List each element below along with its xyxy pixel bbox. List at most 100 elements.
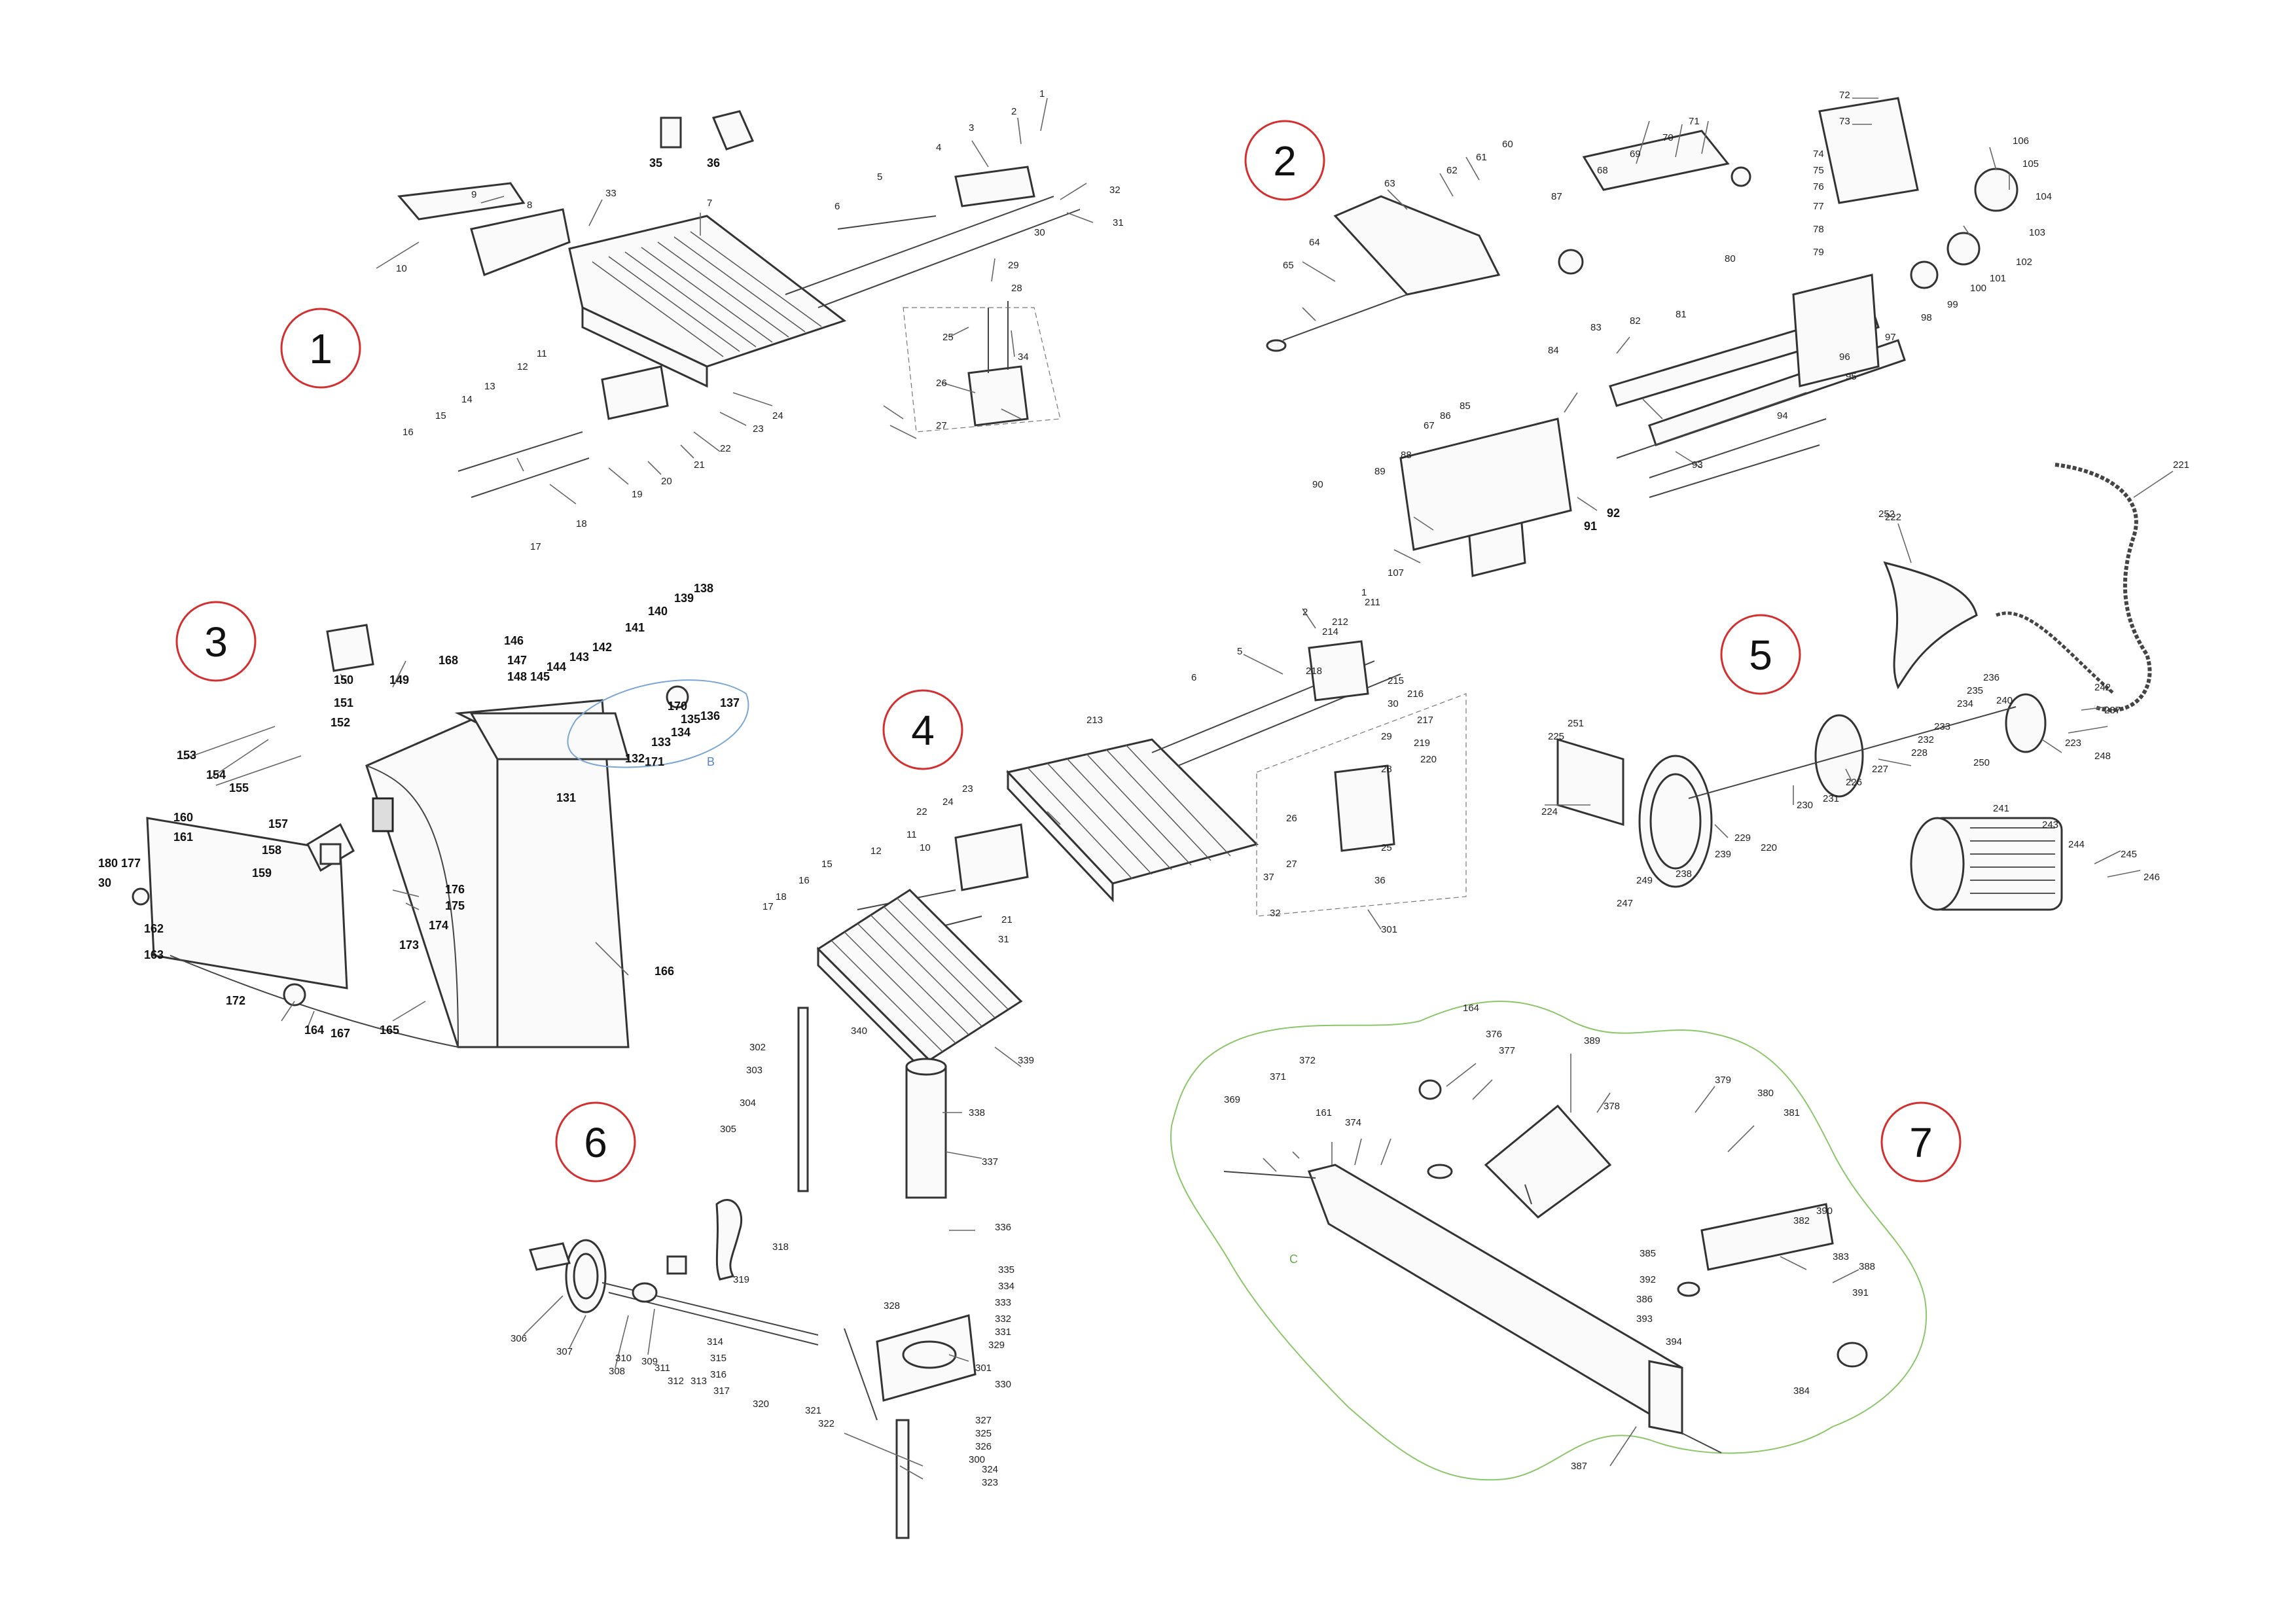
part-label: 239 bbox=[1715, 849, 1731, 860]
part-label: 164 bbox=[1463, 1003, 1479, 1014]
part-label: 62 bbox=[1446, 165, 1458, 176]
part-label: 171 bbox=[645, 755, 664, 768]
part-label: 24 bbox=[942, 796, 954, 808]
detail-b-label: B bbox=[707, 755, 715, 768]
part-label: 67 bbox=[1424, 420, 1435, 431]
part-label: 80 bbox=[1725, 253, 1736, 264]
part-label: 391 bbox=[1852, 1287, 1869, 1298]
section-number: 6 bbox=[584, 1119, 607, 1166]
part-label: 101 bbox=[1990, 273, 2006, 284]
part-label: 100 bbox=[1970, 283, 1986, 294]
part-label: 237 bbox=[2104, 705, 2121, 716]
part-label: 243 bbox=[2042, 819, 2058, 830]
part-label: 314 bbox=[707, 1336, 723, 1347]
part-label: 321 bbox=[805, 1405, 821, 1416]
part-label: 221 bbox=[2173, 459, 2189, 471]
part-label: 23 bbox=[962, 783, 973, 794]
part-label: 241 bbox=[1993, 803, 2009, 814]
part-label: 68 bbox=[1597, 165, 1608, 176]
part-label: 161 bbox=[1316, 1107, 1332, 1118]
part-label: 92 bbox=[1607, 507, 1620, 520]
part-label: 230 bbox=[1797, 800, 1813, 811]
part-label: 10 bbox=[920, 842, 931, 853]
part-label: 177 bbox=[121, 857, 141, 870]
part-label: 14 bbox=[461, 394, 473, 405]
part-label: 25 bbox=[942, 332, 954, 343]
part-label: 389 bbox=[1584, 1035, 1600, 1046]
part-label: 78 bbox=[1813, 224, 1824, 235]
part-label: 334 bbox=[998, 1281, 1014, 1292]
part-label: 145 bbox=[530, 670, 550, 683]
part-label: 227 bbox=[1872, 764, 1888, 775]
part-label: 339 bbox=[1018, 1055, 1034, 1066]
part-label: 24 bbox=[772, 410, 783, 421]
section-number: 2 bbox=[1273, 137, 1297, 185]
part-label: 333 bbox=[995, 1297, 1011, 1308]
part-label: 16 bbox=[798, 875, 810, 886]
part-label: 394 bbox=[1666, 1336, 1682, 1347]
part-label: 166 bbox=[655, 965, 674, 978]
part-label: 32 bbox=[1109, 185, 1121, 196]
section-number: 4 bbox=[911, 707, 935, 754]
part-label: 223 bbox=[2065, 738, 2081, 749]
part-label: 6 bbox=[1191, 672, 1196, 683]
assembly-1-infeed-table: 1 2 3 4 5 6 7 8 9 10 11 12 13 14 15 16 1… bbox=[376, 88, 1124, 552]
part-label: 328 bbox=[884, 1300, 900, 1311]
part-label: 249 bbox=[1636, 875, 1653, 886]
part-label: 15 bbox=[435, 410, 446, 421]
part-label: 386 bbox=[1636, 1294, 1653, 1305]
part-label: 180 bbox=[98, 857, 118, 870]
part-label: 309 bbox=[641, 1356, 658, 1367]
part-label: 317 bbox=[713, 1385, 730, 1397]
part-label: 168 bbox=[439, 654, 458, 667]
part-label: 252 bbox=[1878, 508, 1895, 520]
part-label: 93 bbox=[1692, 459, 1703, 471]
part-label: 173 bbox=[399, 938, 419, 952]
part-label: 340 bbox=[851, 1026, 867, 1037]
part-label: 37 bbox=[1263, 872, 1274, 883]
part-label: 149 bbox=[389, 673, 409, 687]
part-labels-3: 30 131 132 133 134 135 136 137 138 139 1… bbox=[98, 582, 740, 1040]
part-label: 250 bbox=[1973, 757, 1990, 768]
part-label: 138 bbox=[694, 582, 713, 595]
part-label: 251 bbox=[1568, 718, 1584, 729]
part-label: 163 bbox=[144, 948, 164, 961]
part-label: 19 bbox=[632, 489, 643, 500]
part-label: 376 bbox=[1486, 1029, 1502, 1040]
part-labels-6: 300 301 302 303 304 305 306 307 308 309 … bbox=[511, 1026, 1034, 1488]
part-label: 30 bbox=[1388, 698, 1399, 709]
part-label: 371 bbox=[1270, 1071, 1286, 1082]
part-label: 28 bbox=[1381, 764, 1392, 775]
part-label: 22 bbox=[916, 806, 927, 817]
part-label: 90 bbox=[1312, 479, 1323, 490]
part-label: 147 bbox=[507, 654, 527, 667]
part-label: 137 bbox=[720, 696, 740, 709]
part-label: 83 bbox=[1590, 322, 1602, 333]
part-label: 16 bbox=[403, 427, 414, 438]
part-label: 6 bbox=[834, 201, 840, 212]
part-label: 106 bbox=[2013, 135, 2029, 147]
part-label: 139 bbox=[674, 592, 694, 605]
part-label: 175 bbox=[445, 899, 465, 912]
part-label: 22 bbox=[720, 443, 731, 454]
part-label: 72 bbox=[1839, 90, 1850, 101]
part-label: 220 bbox=[1761, 842, 1777, 853]
part-label: 384 bbox=[1793, 1385, 1810, 1397]
part-label: 135 bbox=[681, 713, 700, 726]
part-label: 26 bbox=[936, 378, 947, 389]
part-label: 162 bbox=[144, 922, 164, 935]
part-labels-5: 220 221 222 223 224 225 226 227 228 229 … bbox=[1541, 459, 2189, 909]
part-label: 378 bbox=[1604, 1101, 1620, 1112]
part-label: 33 bbox=[605, 188, 617, 199]
part-label: 218 bbox=[1306, 666, 1322, 677]
part-label: 81 bbox=[1676, 309, 1687, 320]
part-label: 21 bbox=[1001, 914, 1013, 925]
part-label: 246 bbox=[2144, 872, 2160, 883]
part-label: 21 bbox=[694, 459, 705, 471]
part-label: 325 bbox=[975, 1428, 992, 1439]
part-label: 84 bbox=[1548, 345, 1559, 356]
part-label: 87 bbox=[1551, 191, 1562, 202]
part-label: 234 bbox=[1957, 698, 1973, 709]
part-label: 140 bbox=[648, 605, 668, 618]
part-label: 30 bbox=[98, 876, 111, 889]
